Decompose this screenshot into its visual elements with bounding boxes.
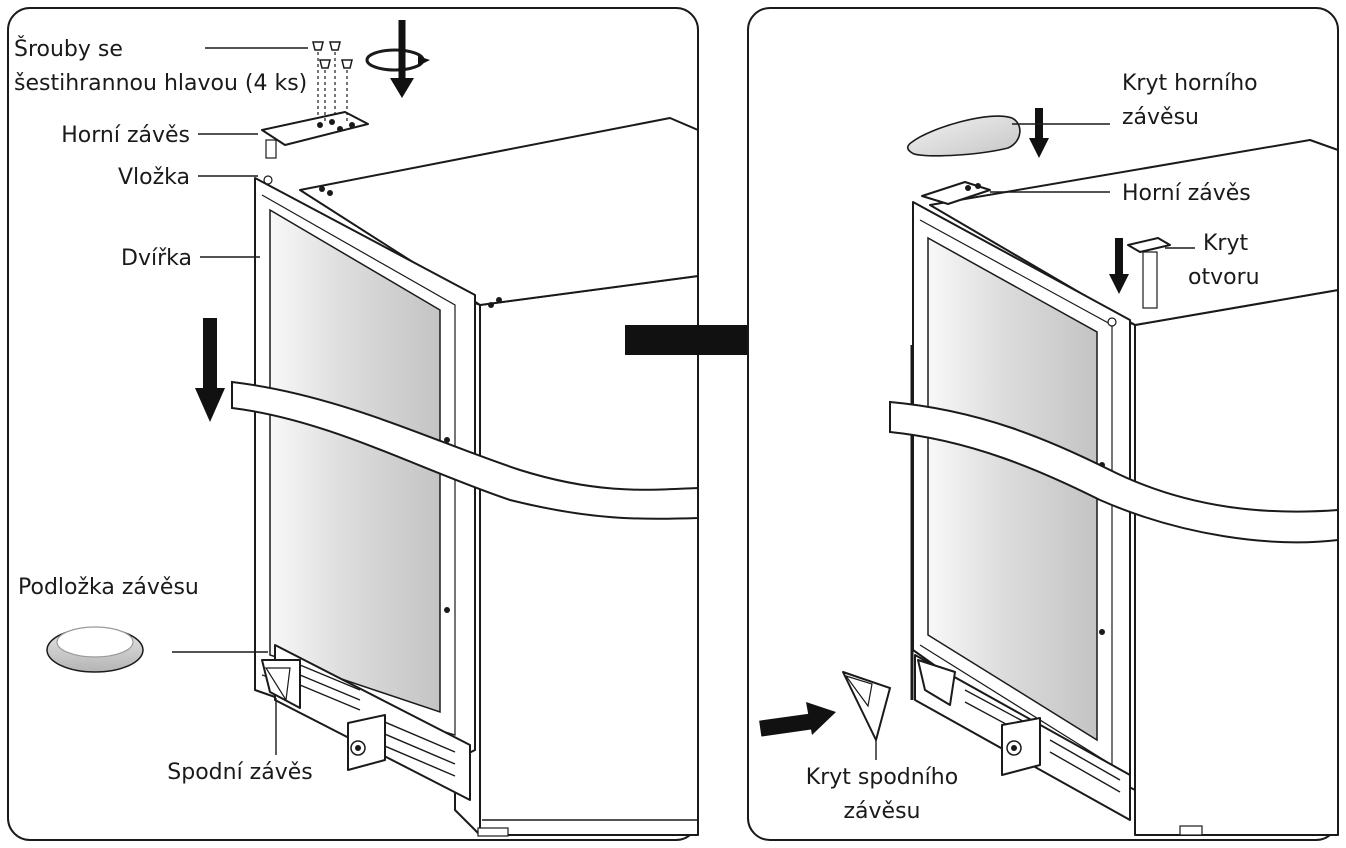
top-hinge-part (921, 181, 991, 205)
label-top-hinge: Horní závěs (1122, 181, 1251, 206)
top-hinge-part (261, 111, 369, 159)
label-top-hinge-cover-line2: závěsu (1122, 105, 1199, 130)
label-bottom-hinge-cover-line1: Kryt spodního (806, 765, 958, 790)
hinge-washer-part (46, 626, 144, 673)
down-arrow-icon (1109, 238, 1129, 294)
cut-band (231, 380, 699, 520)
label-screws-line1: Šrouby se (14, 36, 123, 62)
top-hinge-cover-part (906, 115, 1021, 157)
hole-cover-part (1127, 237, 1171, 309)
door (910, 201, 1131, 791)
label-insert: Vložka (118, 165, 190, 190)
label-screws-line2: šestihrannou hlavou (4 ks) (14, 71, 307, 96)
vent-grille (914, 654, 1131, 821)
label-bottom-hinge: Spodní závěs (167, 760, 312, 785)
label-top-hinge: Horní závěs (61, 123, 190, 148)
label-bottom-hinge-cover-line2: závěsu (844, 799, 921, 824)
panel-after: Kryt horního závěsu Horní závěs Kryt otv… (747, 7, 1339, 841)
vent-grille (274, 644, 471, 801)
rotate-arrow-icon (365, 20, 430, 98)
right-arrow-icon (759, 702, 836, 737)
leader-lines (875, 123, 1195, 760)
label-top-hinge-cover-line1: Kryt horního (1122, 71, 1258, 96)
label-door: Dvířka (121, 246, 192, 271)
leader-lines (172, 47, 308, 755)
bottom-hinge-part (261, 659, 301, 709)
hex-screws (312, 41, 353, 122)
label-hole-cover-line2: otvoru (1188, 265, 1260, 290)
door (254, 175, 476, 761)
down-arrow-icon (195, 318, 225, 422)
panel-before: Šrouby se šestihrannou hlavou (4 ks) Hor… (7, 7, 699, 841)
cabinet (929, 139, 1339, 836)
label-hole-cover-line1: Kryt (1203, 231, 1248, 256)
insert-hole (263, 175, 273, 185)
bottom-hinge-cover-part (842, 671, 891, 741)
cut-band (889, 400, 1339, 544)
label-hinge-washer: Podložka závěsu (18, 575, 199, 600)
cabinet (299, 117, 699, 837)
